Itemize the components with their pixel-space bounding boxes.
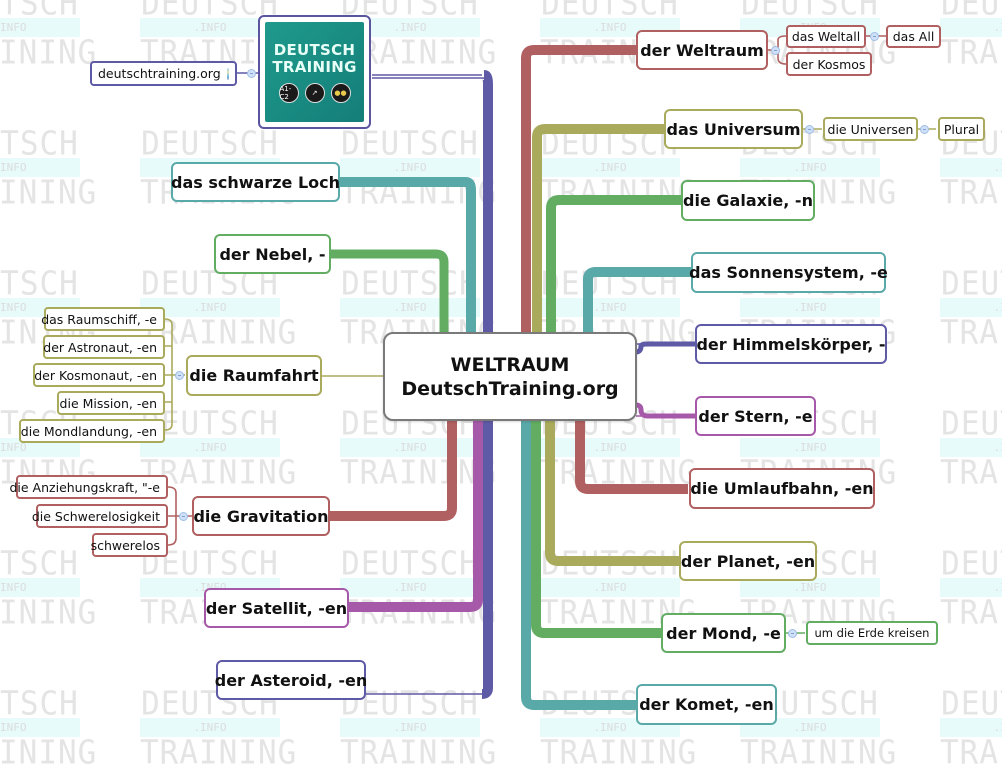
topic-label: der Weltraum xyxy=(640,40,764,60)
subtopic-label: der Astronaut, -en xyxy=(43,339,157,355)
subtopic-universen[interactable]: die Universen xyxy=(823,117,918,141)
logo-text-line1: DEUTSCH xyxy=(273,40,356,59)
topic-galaxie[interactable]: die Galaxie, -n xyxy=(681,180,815,221)
topic-himmelskoerper[interactable]: der Himmelskörper, - xyxy=(695,324,887,364)
globe-icon xyxy=(226,67,229,80)
collapse-toggle-universum[interactable] xyxy=(805,125,814,134)
topic-label: das schwarze Loch xyxy=(171,172,341,192)
subtopic-kosmos[interactable]: der Kosmos xyxy=(786,52,872,76)
topic-nebel[interactable]: der Nebel, - xyxy=(214,234,331,274)
chart-icon: ↗ xyxy=(304,82,325,103)
subtopic-label: der Kosmos xyxy=(792,56,866,72)
central-topic[interactable]: WELTRAUM DeutschTraining.org xyxy=(383,332,637,421)
topic-umlaufbahn[interactable]: die Umlaufbahn, -en xyxy=(689,468,875,509)
collapse-toggle-universen[interactable] xyxy=(920,125,929,134)
topic-gravitation[interactable]: die Gravitation xyxy=(192,496,330,536)
topic-label: die Gravitation xyxy=(193,506,329,526)
subtopic-label: die Schwerelosigkeit xyxy=(31,508,160,524)
topic-schwarze-loch[interactable]: das schwarze Loch xyxy=(171,162,340,202)
subtopic-mission[interactable]: die Mission, -en xyxy=(57,391,165,415)
logo-text-line2: TRAINING xyxy=(272,57,357,76)
branch-connectors xyxy=(164,35,936,710)
subtopic-weltall[interactable]: das Weltall xyxy=(786,25,866,48)
subtopic-astronaut[interactable]: der Astronaut, -en xyxy=(43,335,165,359)
deutschtraining-logo[interactable]: DEUTSCH TRAINING A1-C2 ↗ ●● xyxy=(258,15,371,129)
subtopic-label: das Weltall xyxy=(791,29,861,44)
subtopic-schwerelosigkeit[interactable]: die Schwerelosigkeit xyxy=(32,504,168,528)
subtopic-erde-kreisen[interactable]: um die Erde kreisen xyxy=(806,621,938,645)
topic-label: der Asteroid, -en xyxy=(214,670,368,690)
subtopic-label: die Universen xyxy=(827,121,914,137)
collapse-toggle-weltraum[interactable] xyxy=(771,46,780,55)
central-topic-title: WELTRAUM xyxy=(450,353,570,376)
topic-label: der Himmelskörper, - xyxy=(696,334,886,354)
topic-label: das Universum xyxy=(666,119,801,139)
collapse-toggle-weltall[interactable] xyxy=(870,32,879,41)
collapse-toggle-mond[interactable] xyxy=(788,629,797,638)
topic-stern[interactable]: der Stern, -e xyxy=(695,396,816,436)
subtopic-anziehungskraft[interactable]: die Anziehungskraft, "-e xyxy=(9,475,168,499)
logo-badge: DEUTSCH TRAINING A1-C2 ↗ ●● xyxy=(265,22,364,122)
topic-sonnensystem[interactable]: das Sonnensystem, -e xyxy=(689,252,888,293)
topic-asteroid[interactable]: der Asteroid, -en xyxy=(214,660,368,700)
group-icon: ●● xyxy=(330,82,351,103)
topic-mond[interactable]: der Mond, -e xyxy=(661,613,786,653)
central-topic-subtitle: DeutschTraining.org xyxy=(401,377,619,400)
topic-komet[interactable]: der Komet, -en xyxy=(636,684,777,725)
topic-weltraum[interactable]: der Weltraum xyxy=(636,30,768,70)
topic-raumfahrt[interactable]: die Raumfahrt xyxy=(186,355,322,396)
subtopic-label: die Mondlandung, -en xyxy=(20,423,157,439)
subtopic-label: die Anziehungskraft, "-e xyxy=(9,479,160,495)
topic-label: der Mond, -e xyxy=(666,623,781,643)
website-link-label[interactable]: deutschtraining.org xyxy=(98,66,221,81)
topic-label: der Komet, -en xyxy=(639,695,774,714)
topic-label: der Satellit, -en xyxy=(205,598,348,618)
collapse-toggle-logo-link[interactable] xyxy=(247,69,256,78)
subtopic-plural[interactable]: Plural xyxy=(938,117,985,141)
topic-label: die Raumfahrt xyxy=(189,366,319,385)
topic-label: der Stern, -e xyxy=(698,406,813,426)
subtopic-label: die Mission, -en xyxy=(59,395,157,411)
subtopic-kosmonaut[interactable]: der Kosmonaut, -en xyxy=(33,363,165,387)
subtopic-schwerelos[interactable]: schwerelos xyxy=(90,533,168,557)
topic-label: die Galaxie, -n xyxy=(683,191,813,210)
website-link-node[interactable]: deutschtraining.org xyxy=(90,61,237,86)
topic-universum[interactable]: das Universum xyxy=(664,109,803,149)
subtopic-label: Plural xyxy=(943,121,980,137)
subtopic-label: um die Erde kreisen xyxy=(814,626,930,640)
subtopic-label: das All xyxy=(892,29,935,44)
subtopic-label: der Kosmonaut, -en xyxy=(34,367,157,383)
topic-satellit[interactable]: der Satellit, -en xyxy=(204,588,349,628)
collapse-toggle-gravitation[interactable] xyxy=(179,512,188,521)
topic-label: der Planet, -en xyxy=(680,551,816,571)
subtopic-label: das Raumschiff, -e xyxy=(41,311,157,327)
topic-planet[interactable]: der Planet, -en xyxy=(679,541,817,581)
collapse-toggle-raumfahrt[interactable] xyxy=(175,371,184,380)
topic-label: der Nebel, - xyxy=(219,244,326,264)
subtopic-das-all[interactable]: das All xyxy=(886,25,941,48)
subtopic-mondlandung[interactable]: die Mondlandung, -en xyxy=(19,419,165,443)
topic-label: die Umlaufbahn, -en xyxy=(690,479,874,498)
topic-label: das Sonnensystem, -e xyxy=(689,263,888,282)
subtopic-raumschiff[interactable]: das Raumschiff, -e xyxy=(41,307,165,331)
subtopic-label: schwerelos xyxy=(90,537,160,553)
level-badge-icon: A1-C2 xyxy=(278,82,299,103)
